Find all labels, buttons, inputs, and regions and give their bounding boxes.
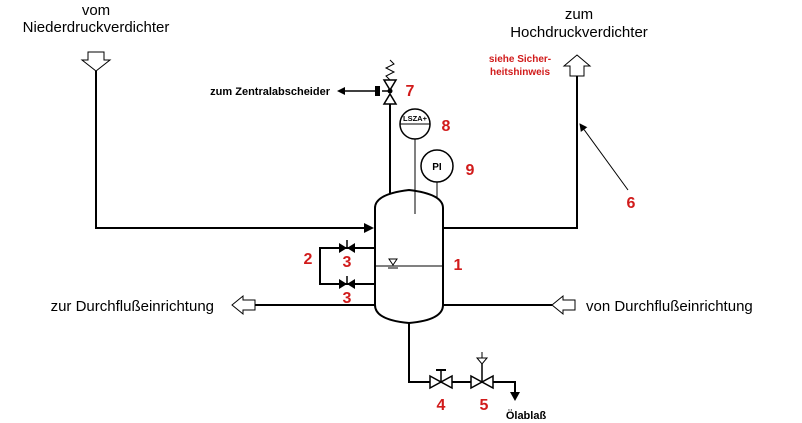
valve-5-actuator-icon: [475, 357, 489, 365]
drain-pipe: [408, 323, 516, 394]
flange-icon: [375, 86, 380, 96]
number-4: 4: [437, 397, 446, 414]
number-6: 6: [627, 195, 636, 212]
outlet-pipe: [444, 76, 578, 229]
flow-in-arrow-icon: [551, 294, 576, 316]
safety-valve-icon: [382, 92, 398, 105]
drain-arrow-icon: [510, 392, 520, 401]
flow-out-arrow-icon: [231, 294, 256, 316]
number-7: 7: [406, 83, 415, 100]
inlet-arrow-icon: [80, 51, 112, 72]
vessel: [374, 188, 444, 325]
number-3-upper: 3: [343, 254, 352, 271]
pi-label: PI: [432, 162, 442, 173]
central-separator-label: zum Zentralabscheider: [210, 86, 331, 98]
safety-note-line1: siehe Sicher-: [489, 54, 551, 65]
number-9: 9: [466, 162, 475, 179]
from-flow-label: von Durchflußeinrichtung: [586, 298, 753, 315]
oil-drain-label: Ölablaß: [506, 409, 547, 422]
to-flow-label: zur Durchflußeinrichtung: [51, 298, 214, 315]
outlet-label-line2: Hochdruckverdichter: [510, 24, 648, 41]
inlet-pipe: [95, 71, 372, 229]
number-2: 2: [304, 251, 313, 268]
outlet-label-line1: zum: [565, 6, 593, 23]
lsza-label: LSZA+: [403, 114, 428, 123]
number-5: 5: [480, 397, 489, 414]
outlet-arrow-icon: [562, 54, 592, 77]
inlet-label-line1: vom: [82, 2, 110, 19]
separator-arrow-icon: [337, 87, 345, 95]
number-8: 8: [442, 118, 451, 135]
number-3-lower: 3: [343, 290, 352, 307]
inlet-pipe-arrowhead-icon: [364, 223, 374, 233]
level-marker-icon: [388, 258, 398, 266]
safety-note-line2: heitshinweis: [490, 67, 550, 78]
number-1: 1: [454, 257, 463, 274]
safety-valve-spring-icon: [384, 59, 396, 81]
inlet-label-line2: Niederdruckverdichter: [23, 19, 170, 36]
pipe-pointer-line: [579, 123, 629, 191]
